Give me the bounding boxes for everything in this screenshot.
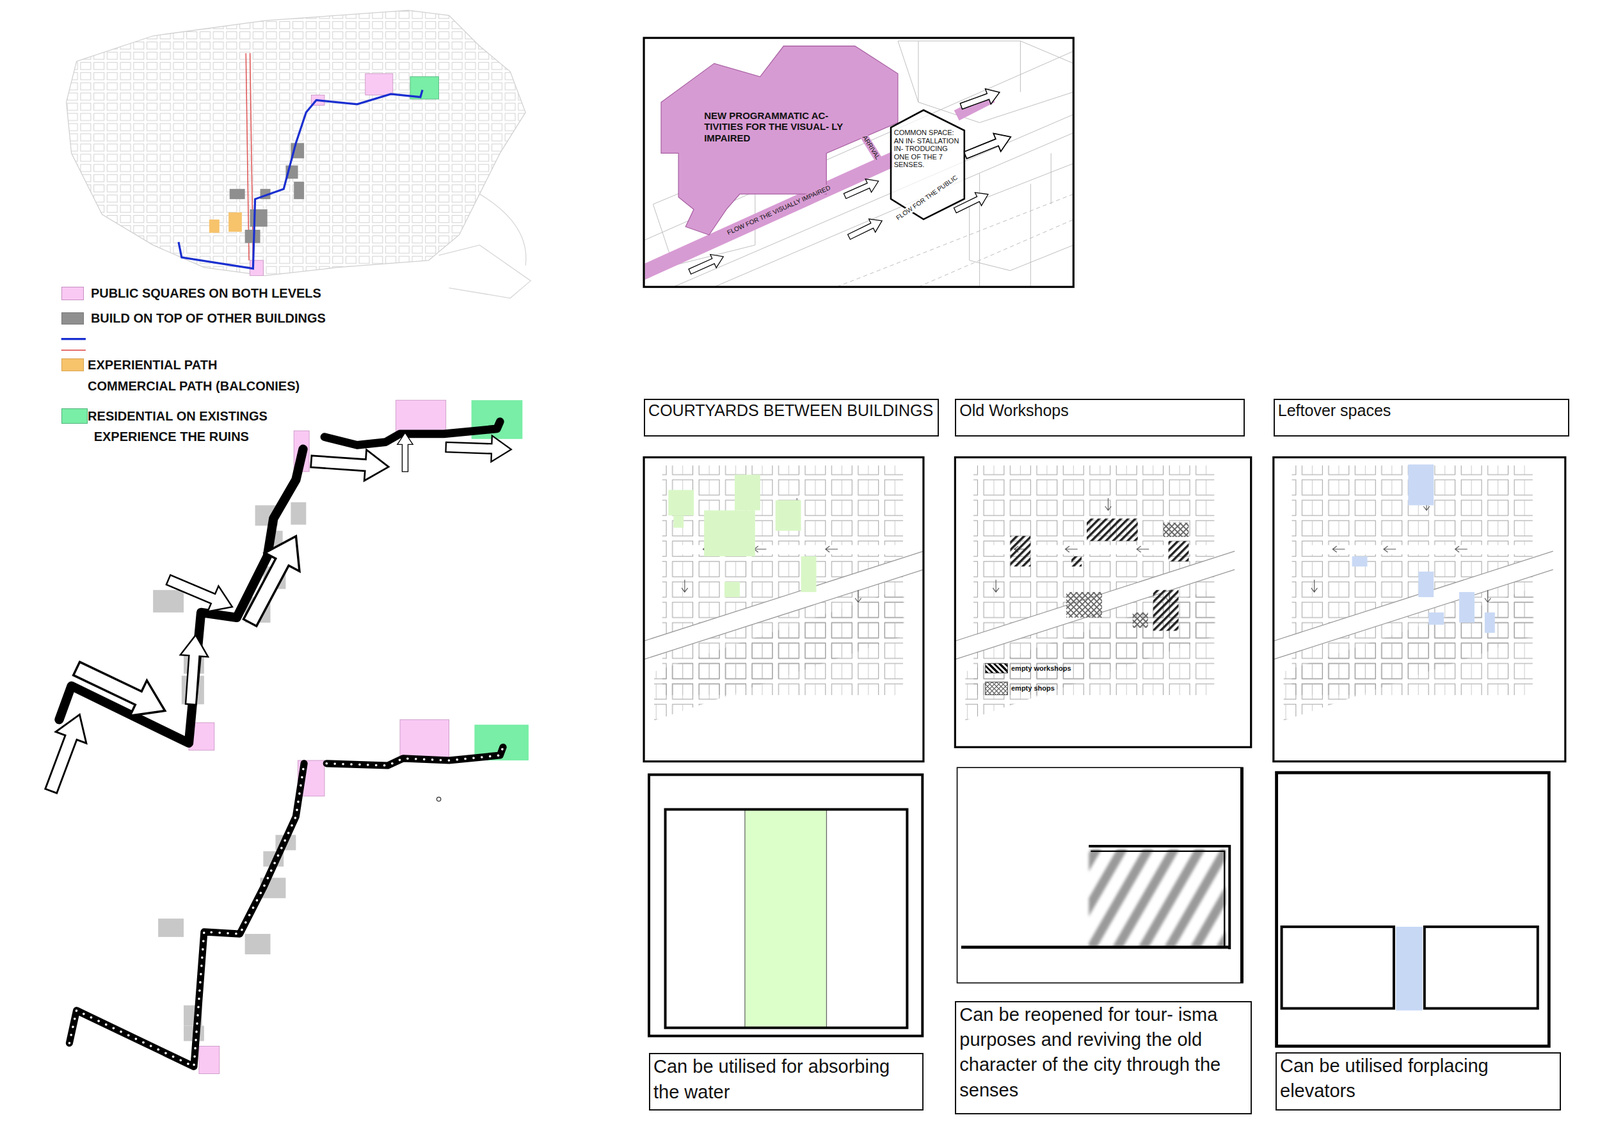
legend-swatch <box>61 358 84 372</box>
node-text: Leftover spaces <box>1274 400 1395 422</box>
text-box: Can be utilised forplacing elevators <box>1275 1052 1561 1111</box>
legend-swatch <box>61 312 84 325</box>
shape-node: COMMON SPACE: AN IN- STALLATION IN- TROD… <box>890 110 965 220</box>
legend-text: empty workshops <box>1011 664 1072 673</box>
text-box: Old Workshops <box>954 398 1245 437</box>
legend-swatch <box>61 286 84 301</box>
legend-note: COMMERCIAL PATH (BALCONIES) <box>87 378 300 394</box>
node-text: COMMON SPACE: AN IN- STALLATION IN- TROD… <box>894 128 962 169</box>
legend-swatch <box>984 663 1009 674</box>
node-shape <box>890 110 965 220</box>
node-text: Old Workshops <box>956 400 1072 422</box>
legend-text: EXPERIENTIAL PATH <box>87 357 217 373</box>
node-text: Can be utilised for absorbing the water <box>650 1054 923 1104</box>
legend-text: PUBLIC SQUARES ON BOTH LEVELS <box>90 285 322 301</box>
text-box: COURTYARDS BETWEEN BUILDINGS <box>643 398 939 437</box>
text-box: Leftover spaces <box>1273 398 1570 437</box>
text-box: Can be reopened for tour- isma purposes … <box>954 1000 1252 1115</box>
legend-swatch <box>61 408 89 424</box>
legend-text: RESIDENTIAL ON EXISTINGS <box>87 408 268 424</box>
legend-text: empty shops <box>1011 684 1055 693</box>
legend-note: EXPERIENCE THE RUINS <box>94 428 249 445</box>
text-box: Can be utilised for absorbing the water <box>648 1052 924 1110</box>
node-text: COURTYARDS BETWEEN BUILDINGS <box>645 400 937 422</box>
legend-swatch <box>984 681 1009 696</box>
node-text: Can be reopened for tour- isma purposes … <box>956 1002 1251 1103</box>
legend-text: BUILD ON TOP OF OTHER BUILDINGS <box>90 310 326 326</box>
node-text: NEW PROGRAMMATIC AC- TIVITIES FOR THE VI… <box>704 110 859 144</box>
node-text: Can be utilised forplacing elevators <box>1276 1053 1560 1104</box>
flow-label: ARRIVAL <box>860 132 883 162</box>
